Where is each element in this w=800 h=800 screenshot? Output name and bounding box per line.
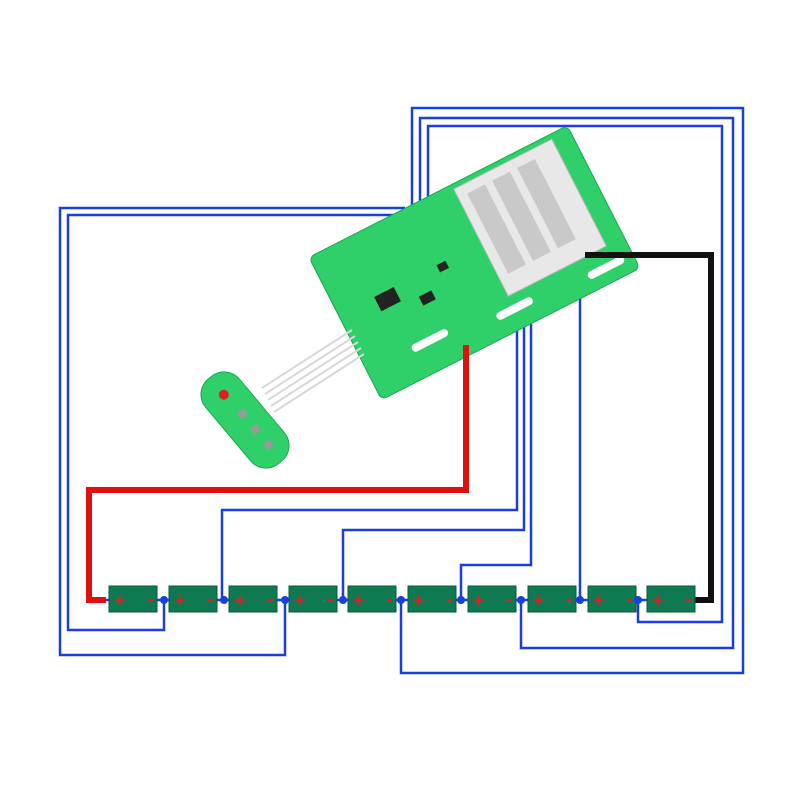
bms-pcb [310,127,639,399]
negative-terminal-label: - [446,590,453,609]
balance-wire [426,124,724,624]
mounting-slot [411,329,449,352]
cell-body [228,585,278,613]
battery-cell: +- [108,585,158,613]
junction-dot [397,596,405,604]
negative-terminal-label: - [207,590,214,609]
positive-terminal-label: + [352,590,365,609]
ribbon-cable [261,329,365,413]
battery-cell: +- [347,585,397,613]
positive-terminal-label: + [233,590,246,609]
mounting-slot [496,297,533,320]
battery-cell: +- [407,585,457,613]
junction-dot [160,596,168,604]
positive-terminal-label: + [173,590,186,609]
chip [418,290,436,306]
negative-wire [585,252,714,603]
negative-terminal-label: - [327,590,334,609]
balance-wire [341,300,526,600]
positive-terminal-label: + [113,590,126,609]
terminal-clip [517,158,576,249]
negative-terminal-label: - [386,590,393,609]
battery-cell: +- [288,585,338,613]
mounting-slot [587,256,625,279]
balance-wire [399,106,745,675]
negative-terminal-label: - [267,590,274,609]
positive-terminal-label: + [293,590,306,609]
battery-cell: +- [168,585,218,613]
negative-terminal-label: - [685,590,692,609]
cell-body [467,585,517,613]
positive-terminal-label: + [651,590,664,609]
balance-wire [66,213,405,632]
balance-wire [459,300,533,600]
led [262,439,275,451]
negative-terminal-label: - [626,590,633,609]
positive-terminal-label: + [412,590,425,609]
junction-dot [281,596,289,604]
positive-terminal-label: + [592,590,605,609]
cell-body [347,585,397,613]
battery-cell: +- [587,585,637,613]
negative-terminal-label: - [147,590,154,609]
cell-body [288,585,338,613]
battery-cell: +- [467,585,517,613]
led-indicator-board [200,371,290,469]
led [249,423,262,436]
positive-terminal-label: + [472,590,485,609]
chip [436,260,450,273]
button-icon [218,389,229,400]
junction-dot [634,596,642,604]
terminal-clip [467,184,526,274]
battery-cell: +- [646,585,696,613]
cell-body [527,585,577,613]
negative-terminal-label: - [566,590,573,609]
negative-terminal-label: - [506,590,513,609]
junction-dot [457,596,465,604]
battery-cells: +-+-+-+-+-+-+-+-+-+- [108,585,696,613]
junction-dot [576,596,584,604]
balance-wire [418,116,735,650]
cell-body [646,585,696,613]
junction-dot [220,596,228,604]
led [237,408,249,420]
balance-wires [58,106,745,675]
balance-wire [535,296,582,600]
positive-terminal-label: + [532,590,545,609]
cell-body [168,585,218,613]
cell-body [407,585,457,613]
terminal-clip [492,171,551,261]
balance-wire [220,300,519,600]
cell-body [108,585,158,613]
battery-cell: +- [527,585,577,613]
cell-body [587,585,637,613]
chip [374,287,401,312]
positive-wire [86,345,469,603]
junction-dot [517,596,525,604]
junction-dot [339,596,347,604]
battery-cell: +- [228,585,278,613]
balance-wire [58,206,405,657]
